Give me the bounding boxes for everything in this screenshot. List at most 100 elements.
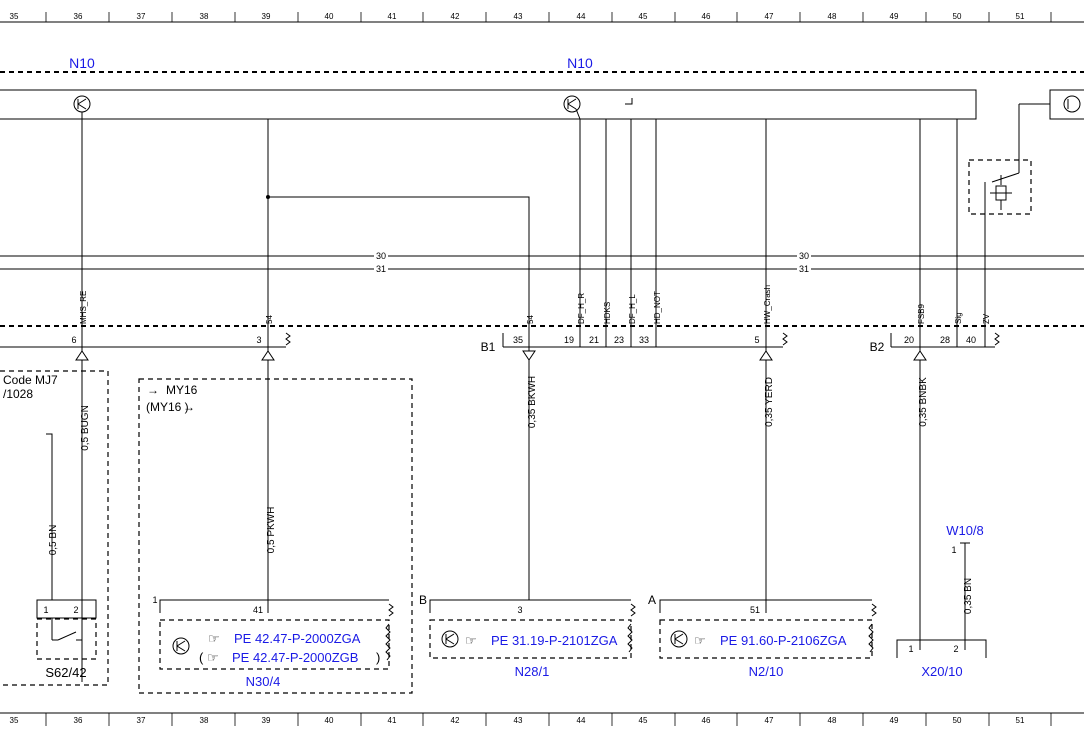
wire-label-bn-s62: 0,5 BN: [48, 525, 59, 556]
ruler-col: 35: [10, 12, 19, 21]
signal-sig: Sig: [954, 312, 963, 324]
signal-df-h-r: DF_H_R: [577, 293, 586, 324]
n30-pin-1: 1: [152, 595, 157, 605]
signal-zv: ZV: [982, 313, 991, 324]
n30-module-box: [159, 619, 390, 670]
wire-label-pkwh: 0,5 PKWH: [266, 507, 277, 554]
pin-35: 35: [513, 335, 523, 345]
ruler-col: 45: [639, 12, 648, 21]
hand-pointer-icon: ☞: [694, 633, 706, 648]
signal-mhs-re: MHS_RE: [79, 291, 88, 324]
code-mj7-box: [0, 370, 109, 686]
my16-arrow-icon-2: →: [183, 400, 195, 414]
pin-33: 33: [639, 335, 649, 345]
my16-label: MY16: [166, 383, 198, 397]
b2-label[interactable]: B2: [870, 340, 885, 354]
ruler-col: 44: [577, 716, 586, 725]
pin-6: 6: [71, 335, 76, 345]
pin-20: 20: [904, 335, 914, 345]
wire-label-bn-w10: 0,35 BN: [963, 578, 974, 614]
x20-pin-2: 2: [953, 644, 958, 654]
ref-link-zgb[interactable]: PE 42.47-P-2000ZGB: [232, 650, 358, 665]
ruler-col: 38: [200, 716, 209, 725]
bus-31-label: 31: [799, 264, 809, 274]
switch-contact-icon: [51, 618, 83, 641]
n10-label-left[interactable]: N10: [69, 55, 95, 71]
s62-switch-box: [36, 618, 97, 660]
bottom-ruler: 35 36 37 38 39 40 41 42 43 44 45 46 47 4…: [0, 712, 1084, 726]
ruler-col: 36: [74, 12, 83, 21]
w10-label[interactable]: W10/8: [946, 523, 984, 538]
connector-arrow-icon: [913, 350, 927, 361]
ruler-col: 37: [137, 12, 146, 21]
my16-box: [138, 378, 413, 694]
n30-label[interactable]: N30/4: [246, 674, 281, 689]
pin-21: 21: [589, 335, 599, 345]
signal-hw-crash: HW_Crash: [763, 285, 772, 324]
ruler-col: 48: [828, 716, 837, 725]
ruler-col: 46: [702, 12, 711, 21]
ruler-col: 39: [262, 716, 271, 725]
x20-label[interactable]: X20/10: [921, 664, 962, 679]
break-icon: [630, 603, 636, 617]
connector-arrow-icon: [261, 350, 275, 361]
ref-link-2101zga[interactable]: PE 31.19-P-2101ZGA: [491, 633, 618, 648]
break-icon: [782, 332, 788, 346]
ruler-col: 43: [514, 716, 523, 725]
ruler-col: 51: [1016, 12, 1025, 21]
x20-pin-1: 1: [908, 644, 913, 654]
n2-label[interactable]: N2/10: [749, 664, 784, 679]
n28-connector: [429, 599, 631, 613]
ruler-col: 49: [890, 716, 899, 725]
relay-module: [968, 159, 1032, 215]
s62-label[interactable]: S62/42: [45, 665, 86, 680]
ruler-col: 39: [262, 12, 271, 21]
connector-arrow-icon: [75, 350, 89, 361]
break-icon: [994, 332, 1000, 346]
bus-30-label: 30: [799, 251, 809, 261]
ruler-col: 38: [200, 12, 209, 21]
ref-link-2106zga[interactable]: PE 91.60-P-2106ZGA: [720, 633, 847, 648]
ruler-col: 37: [137, 716, 146, 725]
signal-df-h-l: DF_H_L: [628, 294, 637, 324]
code-mj7-label: Code MJ7: [3, 373, 58, 387]
break-icon: [871, 603, 877, 617]
n10-module-box-right: [1049, 89, 1084, 120]
bus-31-label: 31: [376, 264, 386, 274]
pin-5: 5: [754, 335, 759, 345]
n30-connector: [159, 599, 389, 613]
pin-ticks: [81, 330, 986, 347]
s62-connector: [36, 599, 97, 619]
hand-pointer-icon: ☞: [208, 631, 220, 646]
s62-pin-1: 1: [43, 605, 48, 615]
s62-pin-2: 2: [73, 605, 78, 615]
n28-label[interactable]: N28/1: [515, 664, 550, 679]
transistor-icon: [73, 95, 91, 119]
ruler-col: 41: [388, 12, 397, 21]
code-1028-label: /1028: [3, 387, 33, 401]
ruler-col: 49: [890, 12, 899, 21]
signal-hd-not: HD_NOT: [653, 291, 662, 324]
ruler-col: 47: [765, 12, 774, 21]
n10-module-box: [0, 89, 977, 120]
wire-label-yerd: 0,35 YERD: [764, 377, 775, 427]
n2-module-box: [659, 619, 873, 659]
relay-contact-icon: [984, 103, 1050, 330]
top-ruler: 35 36 37 38 39 40 41 42 43 44 45 46 47 4…: [0, 12, 1084, 23]
transistor-icon: [1063, 95, 1081, 113]
signal-fsb9: FSB9: [917, 303, 926, 324]
n10-label-mid[interactable]: N10: [567, 55, 593, 71]
connector-arrow-icon: [522, 350, 536, 361]
transistor-icon: [172, 637, 190, 655]
ref-link-zga[interactable]: PE 42.47-P-2000ZGA: [234, 631, 361, 646]
n2-pin-51: 51: [750, 605, 760, 615]
b1-label[interactable]: B1: [481, 340, 496, 354]
ruler-col: 35: [10, 716, 19, 725]
connector-arrow-icon: [759, 350, 773, 361]
break-icon: [627, 623, 633, 653]
ruler-col: 51: [1016, 716, 1025, 725]
transistor-icon: [670, 630, 688, 648]
n28-pin-3: 3: [517, 605, 522, 615]
ruler-col: 45: [639, 716, 648, 725]
